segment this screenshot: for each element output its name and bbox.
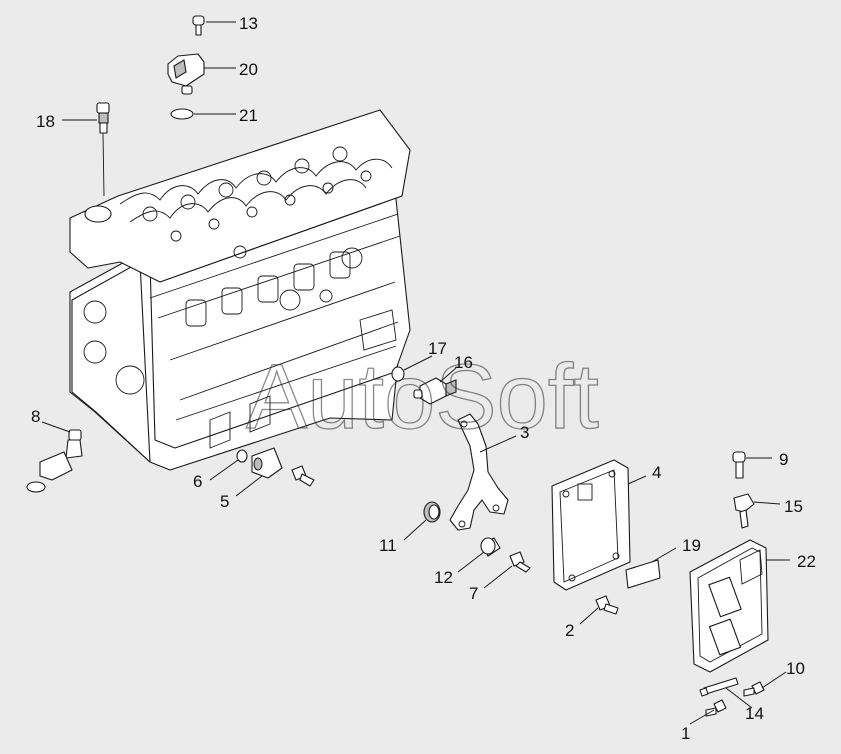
bolt-13[interactable] [192, 15, 205, 36]
callout-22: 22 [797, 552, 816, 571]
sensor-8[interactable] [26, 429, 83, 493]
callout-4: 4 [652, 463, 661, 482]
o-ring-21[interactable] [170, 108, 194, 120]
callout-numbers: 13 20 21 18 17 16 3 8 6 5 4 9 15 19 22 1… [31, 14, 816, 743]
callout-6: 6 [193, 472, 202, 491]
callout-5: 5 [220, 492, 229, 511]
callout-10: 10 [786, 659, 805, 678]
screw-10[interactable] [743, 681, 765, 697]
callout-13: 13 [239, 14, 258, 33]
cover-plate-4[interactable] [551, 459, 631, 591]
bolt-9[interactable] [732, 451, 746, 479]
grommet-11[interactable] [423, 501, 441, 523]
o-ring-6[interactable] [236, 449, 248, 463]
sensor-20[interactable] [167, 53, 205, 95]
spacer-12[interactable] [480, 537, 501, 557]
screw-7[interactable] [509, 551, 531, 573]
callout-1: 1 [681, 724, 690, 743]
callout-14: 14 [745, 704, 764, 723]
callout-3: 3 [520, 423, 529, 442]
callout-18: 18 [36, 112, 55, 131]
callout-11: 11 [379, 536, 397, 555]
callout-21: 21 [239, 106, 258, 125]
callout-19: 19 [682, 536, 701, 555]
screw-1[interactable] [705, 699, 727, 717]
o-ring-17[interactable] [391, 366, 405, 382]
callout-7: 7 [469, 584, 478, 603]
leader-lines [41, 21, 790, 725]
bracket-3[interactable] [449, 413, 509, 531]
callout-9: 9 [779, 450, 788, 469]
callout-20: 20 [239, 60, 258, 79]
ecu-22[interactable] [689, 539, 769, 673]
callout-2: 2 [565, 621, 574, 640]
callout-17: 17 [428, 339, 447, 358]
screw-2[interactable] [595, 595, 619, 615]
callout-8: 8 [31, 407, 40, 426]
temperature-sensor-18[interactable] [96, 102, 110, 197]
bolt-5[interactable] [291, 465, 315, 487]
sensor-5[interactable] [251, 447, 283, 479]
clip-15[interactable] [733, 493, 755, 529]
callout-16: 16 [454, 353, 473, 372]
stud-14[interactable] [699, 677, 739, 697]
callout-12: 12 [434, 568, 453, 587]
callout-15: 15 [784, 497, 803, 516]
sensor-16[interactable] [413, 377, 457, 405]
label-19[interactable] [625, 559, 661, 589]
engine-block [69, 109, 411, 471]
watermark: AutoSoft [246, 346, 599, 448]
